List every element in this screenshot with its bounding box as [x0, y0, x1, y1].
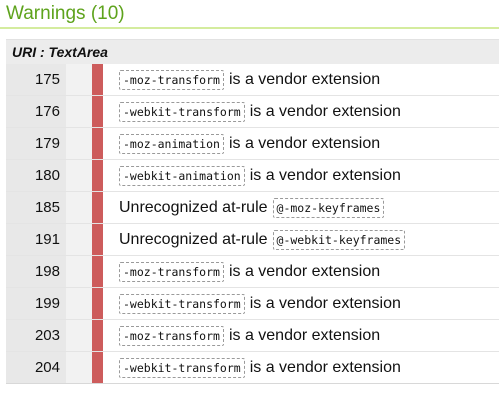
table-row: 179 -moz-animation is a vendor extension: [6, 128, 499, 160]
message-text: is a vendor extension: [228, 262, 381, 280]
uri-header: URI : TextArea: [6, 39, 499, 64]
message-text: is a vendor extension: [249, 166, 401, 184]
warning-message: -moz-transform is a vendor extension: [119, 320, 380, 351]
message-text: is a vendor extension: [228, 134, 381, 152]
warning-severity-marker: [92, 352, 103, 383]
table-row: 203 -moz-transform is a vendor extension: [6, 320, 499, 352]
css-property-code: -moz-transform: [119, 325, 224, 346]
warning-severity-marker: [92, 64, 103, 95]
table-row: 180 -webkit-animation is a vendor extens…: [6, 160, 499, 192]
warning-severity-marker: [92, 288, 103, 319]
warning-severity-marker: [92, 256, 103, 287]
warning-message: -webkit-transform is a vendor extension: [119, 96, 401, 127]
warning-severity-marker: [92, 224, 103, 255]
line-number: 203: [6, 320, 66, 351]
row-gutter: [66, 320, 92, 351]
warning-message: Unrecognized at-rule @-webkit-keyframes: [119, 224, 406, 255]
table-row: 199 -webkit-transform is a vendor extens…: [6, 288, 499, 320]
warning-severity-marker: [92, 320, 103, 351]
heading-divider: [0, 27, 499, 29]
warning-severity-marker: [92, 128, 103, 159]
message-text: Unrecognized at-rule: [119, 230, 268, 248]
css-property-code: -webkit-transform: [119, 293, 245, 314]
table-row: 176 -webkit-transform is a vendor extens…: [6, 96, 499, 128]
warning-message: -webkit-transform is a vendor extension: [119, 352, 401, 383]
message-text: is a vendor extension: [228, 70, 381, 88]
table-row: 185 Unrecognized at-rule @-moz-keyframes: [6, 192, 499, 224]
row-gutter: [66, 288, 92, 319]
line-number: 198: [6, 256, 66, 287]
table-row: 198 -moz-transform is a vendor extension: [6, 256, 499, 288]
warning-severity-marker: [92, 160, 103, 191]
css-at-rule-code: @-webkit-keyframes: [272, 229, 406, 250]
line-number: 180: [6, 160, 66, 191]
line-number: 204: [6, 352, 66, 383]
css-property-code: -webkit-transform: [119, 101, 245, 122]
warning-message: -moz-animation is a vendor extension: [119, 128, 380, 159]
line-number: 199: [6, 288, 66, 319]
message-text: is a vendor extension: [228, 326, 381, 344]
row-gutter: [66, 352, 92, 383]
row-gutter: [66, 96, 92, 127]
warning-message: -moz-transform is a vendor extension: [119, 64, 380, 95]
table-row: 175 -moz-transform is a vendor extension: [6, 64, 499, 96]
line-number: 191: [6, 224, 66, 255]
warnings-heading: Warnings (10): [6, 3, 125, 24]
warning-message: -webkit-animation is a vendor extension: [119, 160, 401, 191]
css-property-code: -moz-transform: [119, 261, 224, 282]
css-at-rule-code: @-moz-keyframes: [272, 197, 385, 218]
uri-label: URI : TextArea: [12, 44, 108, 60]
line-number: 175: [6, 64, 66, 95]
warning-severity-marker: [92, 192, 103, 223]
row-gutter: [66, 192, 92, 223]
table-row: 204 -webkit-transform is a vendor extens…: [6, 352, 499, 384]
css-property-code: -webkit-transform: [119, 357, 245, 378]
warning-message: -webkit-transform is a vendor extension: [119, 288, 401, 319]
message-text: is a vendor extension: [249, 102, 401, 120]
line-number: 179: [6, 128, 66, 159]
line-number: 185: [6, 192, 66, 223]
message-text: is a vendor extension: [249, 358, 401, 376]
css-property-code: -moz-animation: [119, 133, 224, 154]
row-gutter: [66, 224, 92, 255]
message-text: Unrecognized at-rule: [119, 198, 268, 216]
warning-message: Unrecognized at-rule @-moz-keyframes: [119, 192, 385, 223]
warning-severity-marker: [92, 96, 103, 127]
css-property-code: -moz-transform: [119, 69, 224, 90]
row-gutter: [66, 128, 92, 159]
row-gutter: [66, 256, 92, 287]
css-property-code: -webkit-animation: [119, 165, 245, 186]
row-gutter: [66, 160, 92, 191]
line-number: 176: [6, 96, 66, 127]
message-text: is a vendor extension: [249, 294, 401, 312]
warnings-table: 175 -moz-transform is a vendor extension…: [6, 64, 499, 384]
warning-message: -moz-transform is a vendor extension: [119, 256, 380, 287]
row-gutter: [66, 64, 92, 95]
table-row: 191 Unrecognized at-rule @-webkit-keyfra…: [6, 224, 499, 256]
